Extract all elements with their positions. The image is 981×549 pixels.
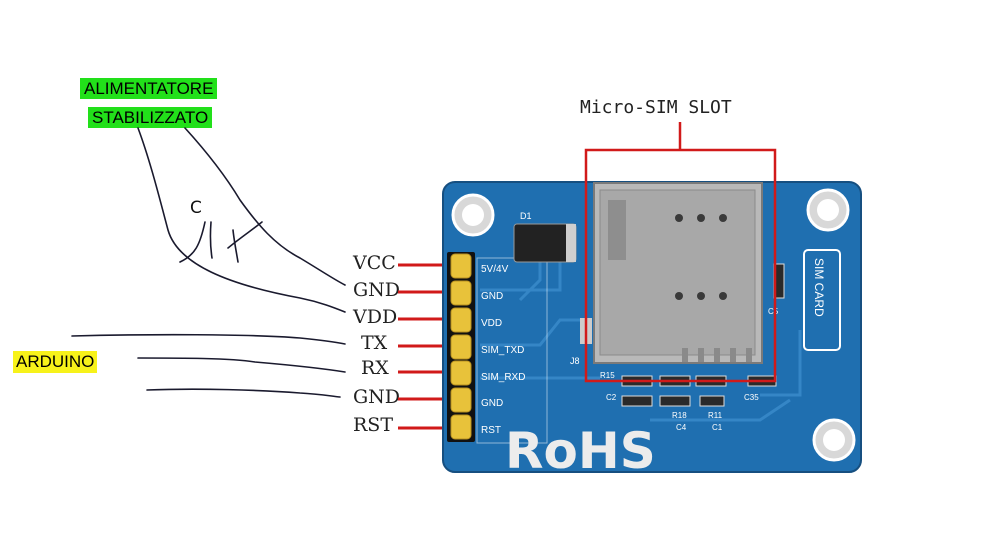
mounting-holes bbox=[451, 188, 856, 462]
pin-lead-lines bbox=[398, 263, 445, 430]
arduino-wire-gnd bbox=[146, 388, 341, 398]
pin-label-rx: RX bbox=[361, 357, 389, 379]
sim-slot-highlight bbox=[584, 122, 777, 383]
header-pins bbox=[447, 252, 475, 442]
supply-wire-left bbox=[137, 127, 346, 313]
silk-sim-txd: SIM_TXD bbox=[481, 345, 524, 356]
arduino-wire-tx bbox=[71, 333, 346, 345]
silk-d1: D1 bbox=[520, 211, 532, 221]
silk-sim-rxd: SIM_RXD bbox=[481, 372, 525, 383]
pin-label-gnd-1: GND bbox=[353, 279, 401, 301]
sim-slot-title: Micro-SIM SLOT bbox=[580, 97, 732, 118]
capacitor-lead-1 bbox=[179, 221, 206, 263]
power-supply-label-line1: ALIMENTATORE bbox=[80, 78, 218, 99]
silk-5v4v: 5V/4V bbox=[481, 264, 509, 275]
pin-label-vcc: VCC bbox=[353, 252, 396, 274]
silk-vdd: VDD bbox=[481, 318, 502, 329]
component-designators: R15 C2 R18 C4 R11 C1 C35 C5 bbox=[600, 307, 779, 432]
capacitor-lead-3 bbox=[232, 229, 239, 263]
pin-label-vdd: VDD bbox=[353, 306, 398, 328]
silk-rst: RST bbox=[481, 425, 501, 436]
capacitor-lead-2 bbox=[209, 221, 213, 259]
arduino-wire-rx bbox=[137, 357, 346, 373]
pin-label-gnd-2: GND bbox=[353, 386, 401, 408]
micro-sim-socket bbox=[593, 182, 763, 364]
svg-text:C4: C4 bbox=[676, 423, 687, 432]
silk-j8: J8 bbox=[570, 356, 580, 366]
capacitor-label: C bbox=[190, 198, 202, 218]
sim-card-outline bbox=[803, 249, 841, 351]
svg-text:R18: R18 bbox=[672, 411, 687, 420]
silk-gnd-1: GND bbox=[481, 291, 503, 302]
svg-text:R15: R15 bbox=[600, 371, 615, 380]
silk-sim-card: SIM CARD bbox=[812, 258, 826, 317]
svg-text:C35: C35 bbox=[744, 393, 759, 402]
svg-text:C2: C2 bbox=[606, 393, 617, 402]
svg-text:C5: C5 bbox=[768, 307, 779, 316]
rohs-mark: RoHS bbox=[505, 422, 656, 480]
svg-text:R11: R11 bbox=[708, 411, 723, 420]
pcb-traces bbox=[480, 240, 802, 422]
arduino-label: ARDUINO bbox=[13, 351, 98, 373]
capacitor-plate bbox=[227, 221, 263, 249]
svg-text:C1: C1 bbox=[712, 423, 723, 432]
hand-drawn-wires bbox=[71, 127, 346, 398]
sim-module-board: 5V/4V GND VDD SIM_TXD SIM_RXD GND RST D1… bbox=[442, 181, 862, 480]
pin-label-rst: RST bbox=[353, 414, 393, 436]
silkscreen-pin-labels: 5V/4V GND VDD SIM_TXD SIM_RXD GND RST bbox=[481, 264, 525, 436]
silk-gnd-2: GND bbox=[481, 398, 503, 409]
pin-label-tx: TX bbox=[361, 332, 388, 354]
power-supply-label-line2: STABILIZZATO bbox=[88, 107, 213, 128]
supply-wire-right bbox=[184, 127, 346, 286]
